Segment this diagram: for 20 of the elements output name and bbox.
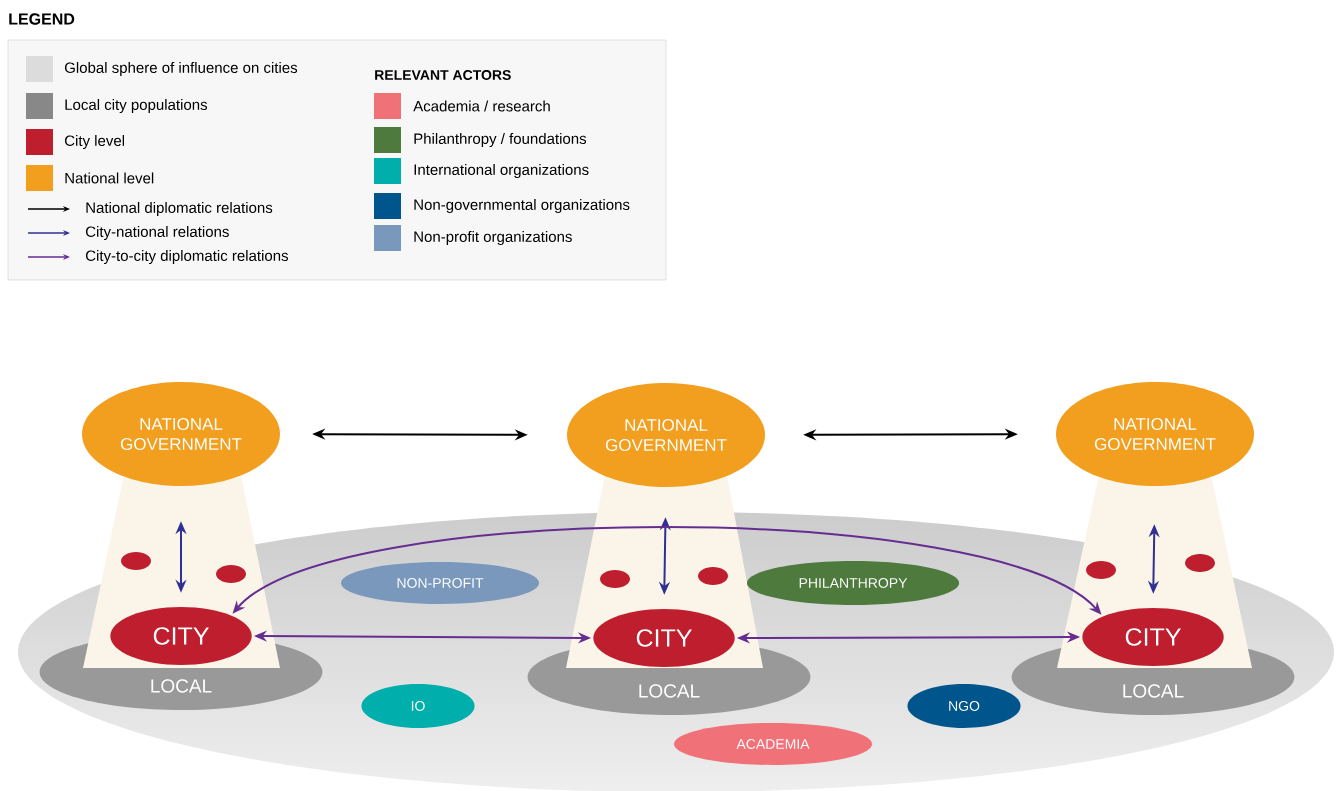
legend-label: Local city populations [65,99,208,113]
legend-label: City-to-city diplomatic relations [86,250,288,264]
city-dot [1086,561,1116,579]
city-dot [698,567,728,585]
legend-label: National diplomatic relations [86,202,273,216]
legend-label: International organizations [414,164,589,178]
city-dot [600,570,630,588]
legend-label: Global sphere of influence on cities [64,62,298,76]
legend-label: Non-profit organizations [414,231,572,245]
city-dot [216,565,246,583]
section-heading: RELEVANT ACTORS [375,70,511,80]
legend-label: Non-governmental organizations [414,199,630,213]
city-dot [121,552,151,570]
legend-label: Philanthropy / foundations [414,133,587,147]
legend-label: City level [65,135,125,149]
legend-label: National level [65,172,154,184]
city-dot [1185,554,1215,572]
legend-label: City-national relations [86,226,229,240]
legend-label: Academia / research [413,100,550,112]
legend-title: LEGEND [9,13,75,25]
